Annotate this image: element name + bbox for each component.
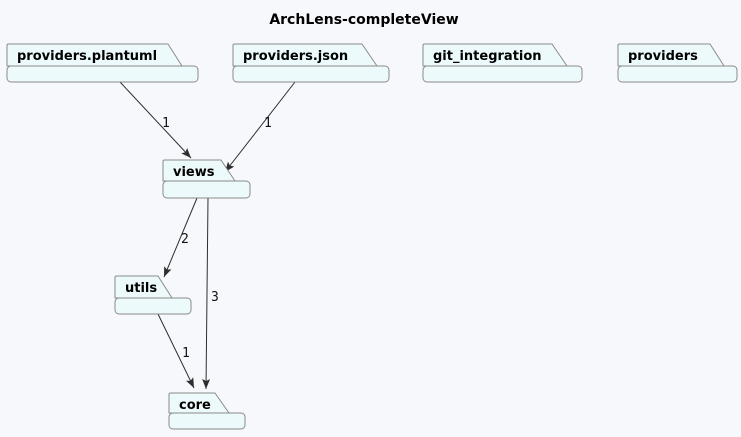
package-body [6, 65, 199, 83]
package-name: core [179, 398, 211, 413]
edge-line [119, 81, 192, 159]
edge-label: 1 [182, 346, 190, 361]
edge-line [157, 313, 195, 389]
package-name: providers.plantuml [17, 49, 157, 64]
edge-json-views: 1 [224, 81, 296, 173]
package-tab [617, 43, 725, 67]
package-name: providers.json [243, 49, 348, 64]
package-core: core [168, 392, 246, 430]
package-name: utils [125, 281, 157, 296]
package-body [162, 180, 251, 199]
package-name: providers [628, 49, 698, 64]
package-name: git_integration [433, 49, 542, 64]
package-tab [422, 43, 568, 67]
package-body [232, 65, 390, 83]
package-body [114, 297, 192, 315]
edge-label: 1 [162, 116, 170, 131]
package-utils: utils [114, 275, 192, 315]
edge-line [202, 197, 211, 390]
package-tab [232, 43, 378, 67]
package-views: views [162, 159, 251, 199]
edge-line [163, 197, 198, 278]
package-providers: providers [617, 43, 738, 83]
edge-plantuml-views: 1 [119, 81, 192, 159]
edge-label: 2 [181, 232, 189, 247]
package-git-integration: git_integration [422, 43, 583, 83]
package-tab [162, 159, 236, 182]
package-body [168, 412, 246, 430]
package-tab [6, 43, 183, 67]
package-body [617, 65, 738, 83]
edge-label: 3 [211, 290, 219, 305]
edge-views-core: 3 [202, 197, 219, 390]
package-name: views [173, 165, 215, 180]
package-tab [168, 392, 230, 414]
package-tab [114, 275, 173, 299]
edge-views-utils: 2 [163, 197, 198, 278]
package-providers-plantuml: providers.plantuml [6, 43, 199, 83]
edge-line [224, 81, 296, 173]
edge-label: 1 [264, 116, 272, 131]
diagram-title: ArchLens-completeView [269, 12, 458, 28]
edge-utils-core: 1 [157, 313, 195, 389]
package-providers-json: providers.json [232, 43, 390, 83]
package-body [422, 65, 583, 83]
